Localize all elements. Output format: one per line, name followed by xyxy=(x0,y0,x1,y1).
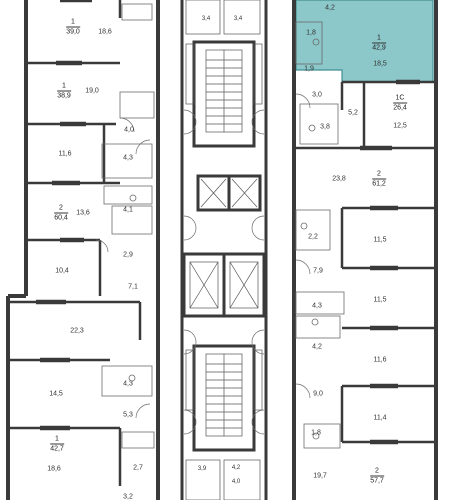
room-area-label: 3,9 xyxy=(197,466,207,472)
apartment-number: 1 xyxy=(50,436,64,445)
apartment-area: 42,9 xyxy=(372,44,386,52)
room-area-label: 4,0 xyxy=(124,126,134,134)
room-area-label: 3,0 xyxy=(312,91,322,99)
room-area-label: 11,4 xyxy=(373,414,387,422)
stair-details xyxy=(185,0,263,500)
room-area-label: 4,2 xyxy=(312,343,322,351)
room-area-label: 4,3 xyxy=(123,380,133,388)
highlighted-apartment-fill[interactable] xyxy=(295,0,434,83)
room-area-label: 13,6 xyxy=(76,209,90,217)
room-area-label: 3,2 xyxy=(123,493,133,501)
apartment-area: 60,4 xyxy=(54,214,68,222)
room-area-label: 12,5 xyxy=(393,122,407,130)
room-area-label: 2,9 xyxy=(123,251,133,259)
room-area-label: 1,8 xyxy=(311,429,321,437)
room-area-label: 7,1 xyxy=(128,283,138,291)
room-area-label: 18,6 xyxy=(98,28,112,36)
room-area-label: 4,2 xyxy=(325,4,335,12)
room-area-label: 4,3 xyxy=(123,154,133,162)
room-area-label: 1,8 xyxy=(306,29,316,37)
room-area-label: 18,6 xyxy=(47,465,61,473)
apartment-number: 1С xyxy=(393,95,407,104)
apartment-area: 42,7 xyxy=(50,445,64,453)
apartment-area: 61,2 xyxy=(372,180,386,188)
room-area-label: 11,6 xyxy=(373,356,387,364)
apartment-number: 2 xyxy=(54,205,68,214)
room-area-label: 3,4 xyxy=(233,16,243,22)
room-area-label: 4,3 xyxy=(312,302,322,310)
apartment-area: 26,4 xyxy=(393,104,407,112)
apartment-number: 2 xyxy=(370,468,384,477)
apartment-area: 39,0 xyxy=(66,28,80,36)
room-area-label: 11,5 xyxy=(373,296,387,304)
apartment-number: 1 xyxy=(66,19,80,28)
room-area-label: 7,9 xyxy=(313,267,323,275)
apartment-number: 2 xyxy=(372,171,386,180)
room-area-label: 11,5 xyxy=(373,236,387,244)
apartment-number: 1 xyxy=(372,35,386,44)
room-area-label: 4,2 xyxy=(231,465,241,471)
room-area-label: 19,7 xyxy=(313,472,327,480)
room-area-label: 19,0 xyxy=(85,87,99,95)
room-area-label: 9,0 xyxy=(313,390,323,398)
room-area-label: 2,2 xyxy=(308,233,318,241)
wet-zones xyxy=(101,3,345,449)
room-area-label: 2,7 xyxy=(133,464,143,472)
core-walls xyxy=(180,0,268,500)
room-area-label: 10,4 xyxy=(55,267,69,275)
room-area-label: 18,5 xyxy=(373,60,387,68)
room-area-label: 3,4 xyxy=(201,16,211,22)
room-area-label: 4,0 xyxy=(231,479,241,485)
door-swings xyxy=(95,93,311,435)
room-area-label: 22,3 xyxy=(70,327,84,335)
room-area-label: 3,8 xyxy=(320,123,330,131)
room-area-label: 14,5 xyxy=(49,390,63,398)
room-area-label: 5,2 xyxy=(348,109,358,117)
outer-walls xyxy=(6,0,438,500)
apartment-number: 1 xyxy=(57,83,71,92)
apartment-area: 57,7 xyxy=(370,477,384,485)
apartment-area: 38,9 xyxy=(57,92,71,100)
room-area-label: 1,9 xyxy=(304,65,314,73)
window-marks xyxy=(36,0,420,445)
room-area-label: 4,1 xyxy=(123,206,133,214)
room-area-label: 11,6 xyxy=(58,150,72,158)
room-area-label: 23,8 xyxy=(332,175,346,183)
room-area-label: 5,3 xyxy=(123,411,133,419)
